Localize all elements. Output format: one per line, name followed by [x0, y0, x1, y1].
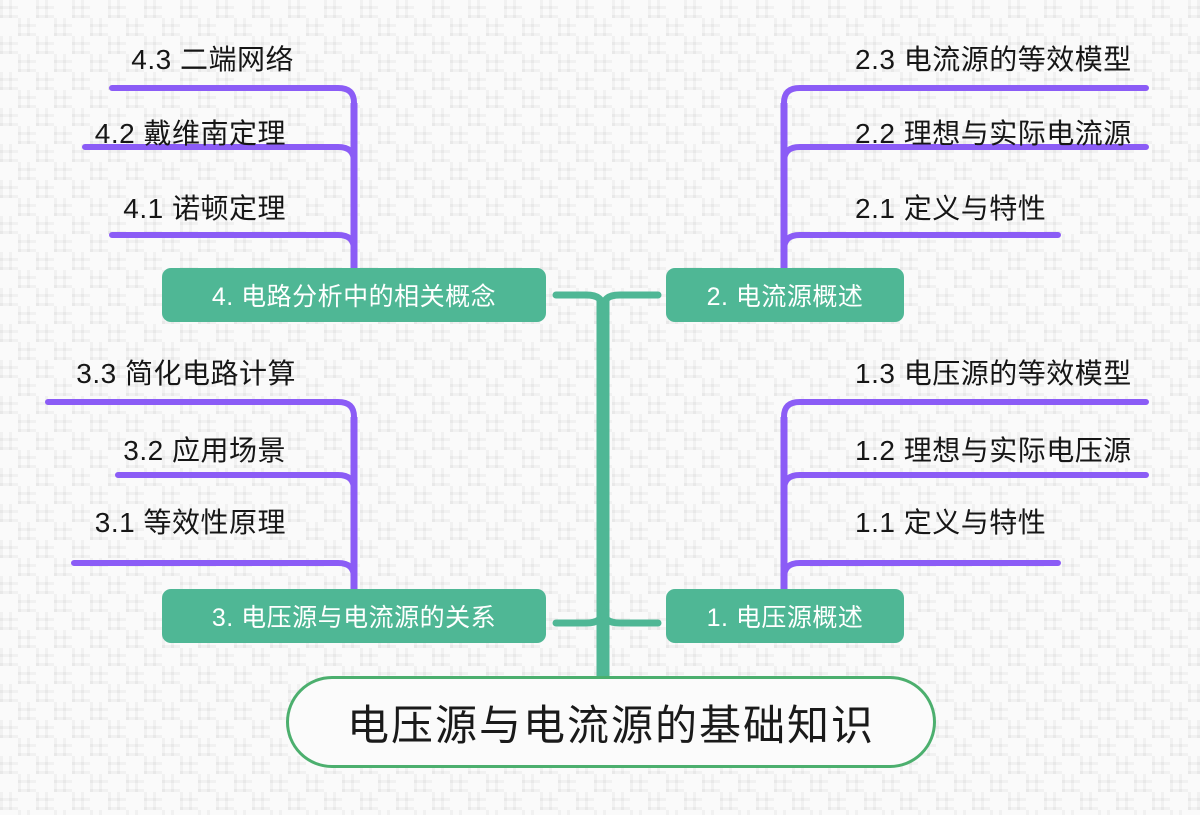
leaf-label-2-1[interactable]: 2.1 定义与特性 — [855, 193, 1047, 224]
branch-node-2[interactable]: 2. 电流源概述 — [666, 268, 904, 322]
leaf-label-3-3[interactable]: 3.3 简化电路计算 — [76, 358, 296, 389]
leaf-label-1-1[interactable]: 1.1 定义与特性 — [855, 507, 1047, 538]
subtree-lines-branch-2 — [780, 85, 1149, 268]
leaf-label-4-1[interactable]: 4.1 诺顿定理 — [123, 193, 286, 224]
leaf-label-3-1[interactable]: 3.1 等效性原理 — [94, 507, 286, 538]
leaf-label-2-3[interactable]: 2.3 电流源的等效模型 — [855, 44, 1132, 75]
leaf-label-4-2[interactable]: 4.2 戴维南定理 — [94, 118, 286, 149]
leaf-label-4-3[interactable]: 4.3 二端网络 — [131, 44, 294, 75]
leaf-label-2-2[interactable]: 2.2 理想与实际电流源 — [855, 118, 1132, 149]
leaf-label-3-2[interactable]: 3.2 应用场景 — [123, 435, 286, 466]
branch-node-1[interactable]: 1. 电压源概述 — [666, 589, 904, 643]
subtree-lines-branch-4 — [82, 85, 358, 268]
subtree-lines-branch-3 — [45, 399, 358, 596]
trunk-green — [552, 291, 662, 680]
leaf-label-1-2[interactable]: 1.2 理想与实际电压源 — [855, 435, 1132, 466]
leaf-label-1-3[interactable]: 1.3 电压源的等效模型 — [855, 358, 1132, 389]
subtree-lines-branch-1 — [780, 399, 1149, 596]
branch-node-3[interactable]: 3. 电压源与电流源的关系 — [162, 589, 546, 643]
branch-node-4[interactable]: 4. 电路分析中的相关概念 — [162, 268, 546, 322]
root-node[interactable]: 电压源与电流源的基础知识 — [286, 676, 936, 768]
